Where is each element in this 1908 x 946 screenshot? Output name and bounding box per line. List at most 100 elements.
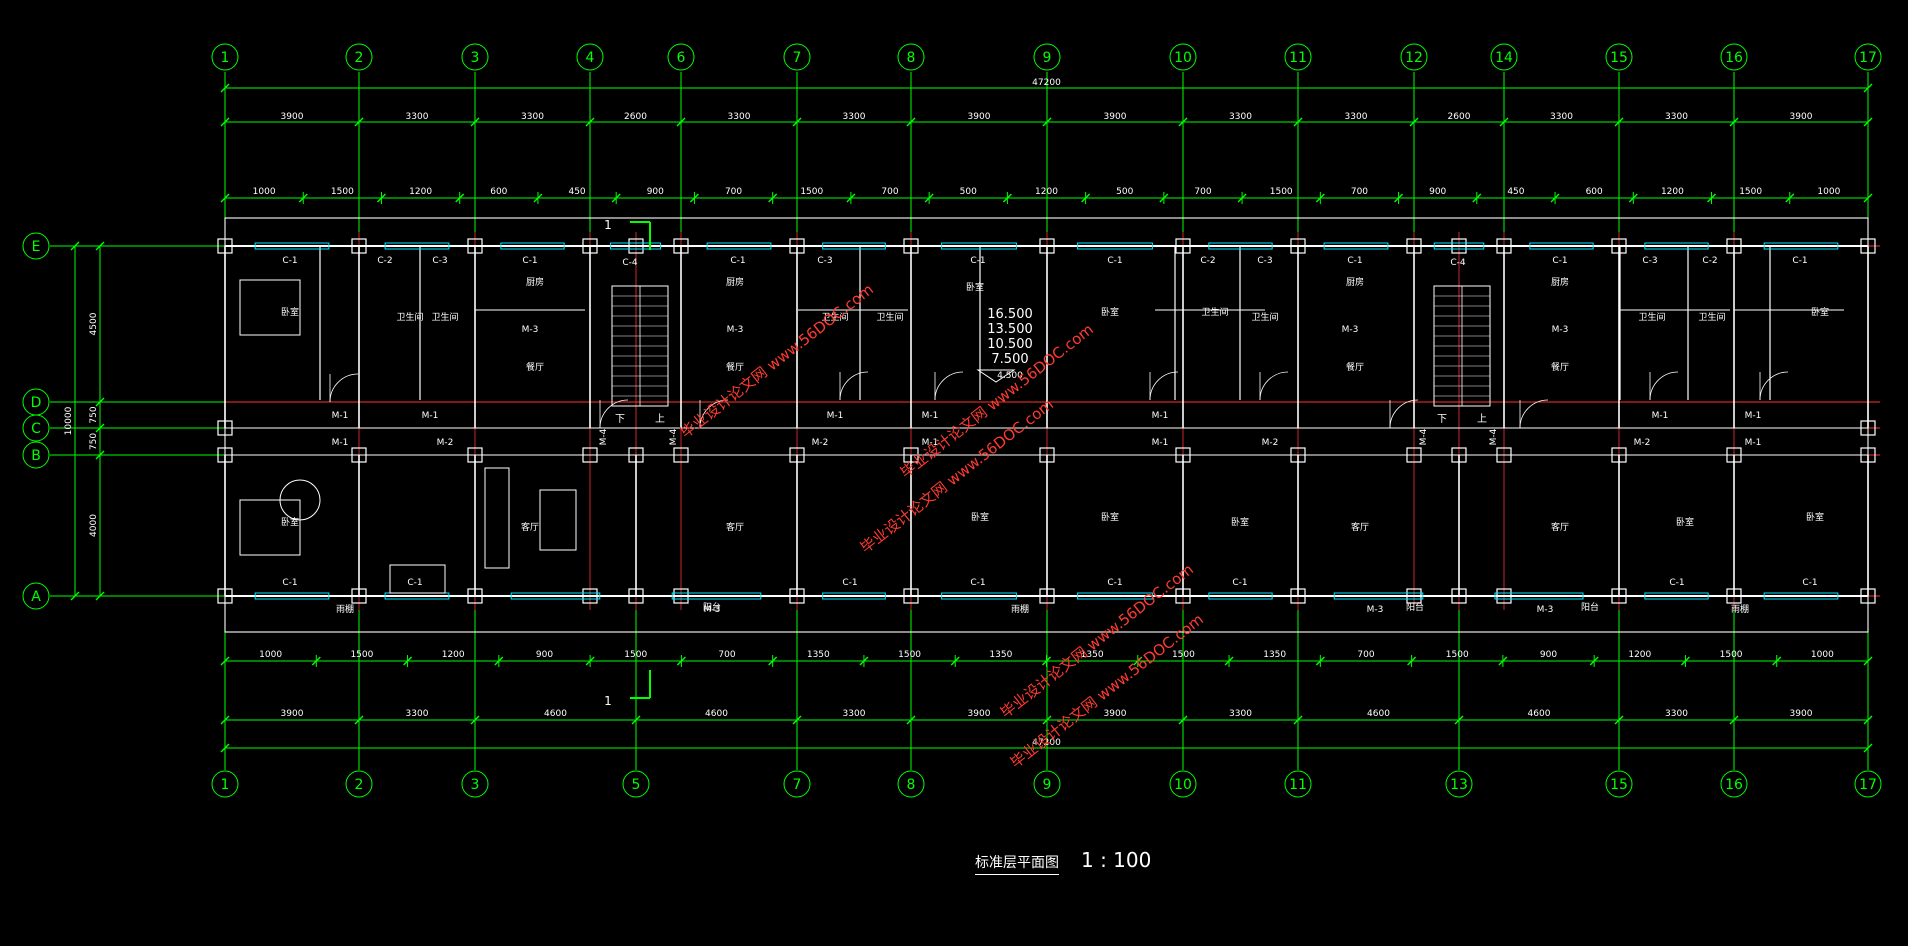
column [628, 588, 644, 604]
dim-label: 10000 [64, 406, 74, 435]
grid-bubble-bottom-label: 5 [632, 777, 641, 793]
column [1175, 447, 1191, 463]
column [1290, 447, 1306, 463]
door-tag: M-1 [1652, 411, 1669, 421]
grid-bubble-top-label: 1 [221, 50, 230, 66]
room-label: 客厅 [1551, 521, 1569, 533]
grid-bubble-bottom [622, 770, 650, 798]
dim-label: 700 [1194, 187, 1211, 197]
column [1496, 238, 1512, 254]
grid-bubble-top-label: 17 [1859, 50, 1877, 66]
window-north [941, 242, 1017, 250]
room-label: 卧室 [1101, 306, 1119, 318]
grid-bubble-bottom-label: 16 [1725, 777, 1743, 793]
dim-label: 3300 [406, 112, 429, 122]
dim-tick [1550, 193, 1560, 203]
window-north [706, 242, 772, 250]
grid-bubble-top-label: 2 [355, 50, 364, 66]
door-tag: M-1 [332, 411, 349, 421]
room-label: 卧室 [1811, 306, 1829, 318]
dim-tick [1002, 193, 1012, 203]
grid-bubble-bottom-label: 17 [1859, 777, 1877, 793]
dim-label: 3300 [1665, 112, 1688, 122]
door-tag: M-3 [1342, 325, 1359, 335]
door-tag: M-2 [812, 438, 829, 448]
grid-bubble-top-label: 9 [1043, 50, 1052, 66]
column [467, 447, 483, 463]
dim-tick [792, 117, 802, 127]
dim-tick [1589, 656, 1599, 666]
dim-label: 1000 [259, 650, 282, 660]
column [1406, 447, 1422, 463]
grid-bubble-bottom [1033, 770, 1061, 798]
window-tag: C-3 [1257, 256, 1272, 266]
dim-label: 1350 [989, 650, 1012, 660]
grid-bubble-top [1605, 43, 1633, 71]
dim-tick [494, 656, 504, 666]
dim-label: 900 [647, 187, 664, 197]
door-tag: M-3 [1552, 325, 1569, 335]
room-label: 餐厅 [526, 361, 544, 373]
dim-label: 3300 [843, 112, 866, 122]
door-tag: M-1 [922, 438, 939, 448]
window-tag: C-1 [970, 256, 985, 266]
room-label: 阳台 [703, 601, 721, 613]
column [1726, 238, 1742, 254]
desk-symbol [389, 564, 446, 594]
window-south [254, 592, 330, 600]
dim-label: 3900 [968, 112, 991, 122]
room-label: 客厅 [726, 521, 744, 533]
dim-label: 1200 [1661, 187, 1684, 197]
dim-tick [689, 193, 699, 203]
column [467, 588, 483, 604]
window-south [1763, 592, 1839, 600]
grid-bubble-row-label: B [31, 448, 41, 464]
door-tag: M-2 [1634, 438, 1651, 448]
dim-tick [95, 397, 105, 407]
dim-tick [924, 193, 934, 203]
windows [254, 242, 1839, 600]
dim-tick [220, 656, 230, 666]
grid-bubble-bottom-label: 1 [221, 777, 230, 793]
room-label: 雨棚 [336, 603, 354, 615]
column [903, 588, 919, 604]
door-swing [1149, 371, 1179, 401]
column [1175, 588, 1191, 604]
grid-bubble-bottom [897, 770, 925, 798]
room-label: 卧室 [966, 281, 984, 293]
column [903, 238, 919, 254]
dim-tick [1315, 656, 1325, 666]
dim-label: 900 [1429, 187, 1446, 197]
column [351, 238, 367, 254]
room-label: 阳台 [1406, 601, 1424, 613]
grid-bubble-top [576, 43, 604, 71]
window-south [671, 592, 762, 600]
table-symbol [539, 489, 577, 551]
grid-bubble-row [22, 232, 50, 260]
level-elevation: 10.500 [987, 337, 1033, 352]
grid-bubble-top-label: 12 [1405, 50, 1423, 66]
dim-label: 1350 [807, 650, 830, 660]
dim-tick [1133, 656, 1143, 666]
window-tag: C-3 [817, 256, 832, 266]
grid-bubble-bottom-label: 11 [1289, 777, 1307, 793]
level-elevation: 7.500 [991, 352, 1028, 367]
window-tag: C-1 [522, 256, 537, 266]
window-tag: C-1 [282, 578, 297, 588]
door-tag: M-3 [1367, 605, 1384, 615]
grid-bubble-top-label: 16 [1725, 50, 1743, 66]
room-label: 雨棚 [1731, 603, 1749, 615]
dim-label: 47200 [1032, 78, 1061, 88]
column [628, 238, 644, 254]
door-tag: M-4 [1419, 428, 1429, 445]
column [1406, 238, 1422, 254]
window-tag: C-1 [1107, 578, 1122, 588]
window-north [1433, 242, 1485, 250]
grid-bubble-top [667, 43, 695, 71]
grid-bubble-bottom-label: 2 [355, 777, 364, 793]
dim-tick [1729, 117, 1739, 127]
dim-label: 3300 [1665, 709, 1688, 719]
window-tag: C-1 [1107, 256, 1122, 266]
dim-tick [1772, 656, 1782, 666]
